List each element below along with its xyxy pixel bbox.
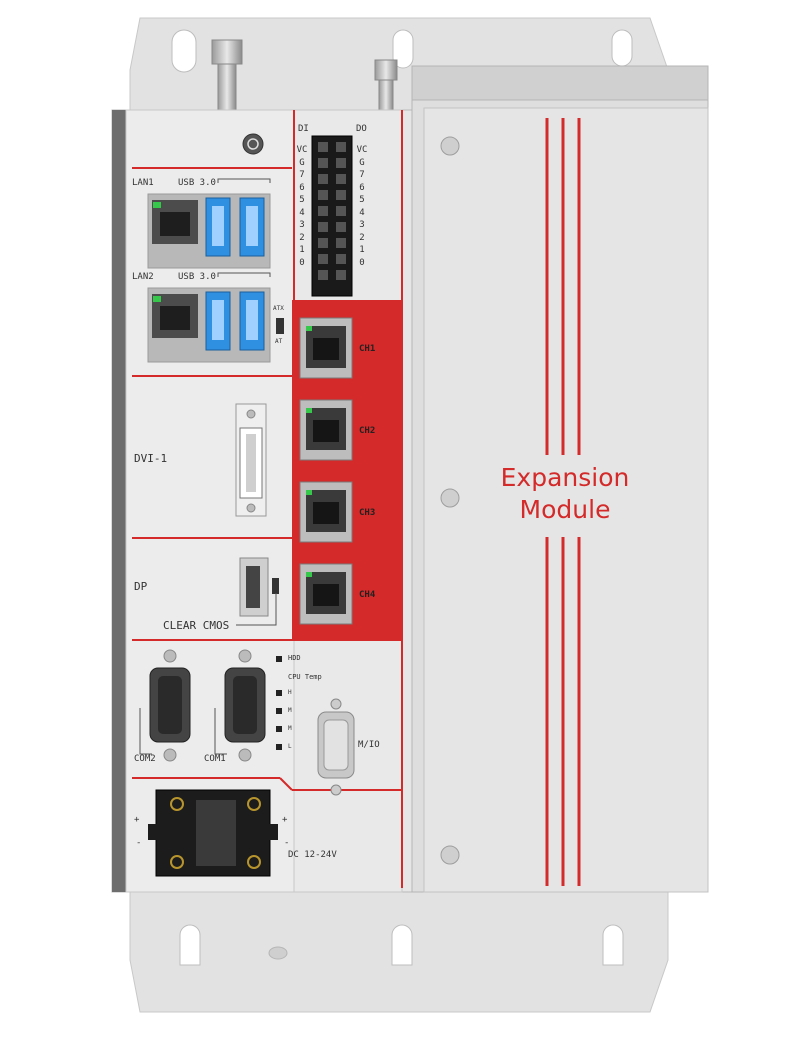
com1-label: COM1 <box>204 754 226 764</box>
ch4-label: CH4 <box>359 590 376 600</box>
temp-level-label: M <box>288 707 292 714</box>
mio-connector <box>317 698 355 796</box>
do-label: DO <box>356 124 367 134</box>
usb1-label: USB 3.0 <box>178 178 216 188</box>
com1-port <box>224 649 266 762</box>
antenna-connector-left <box>211 39 243 113</box>
dvi-connector <box>235 403 267 517</box>
dc-power-terminal <box>148 789 278 877</box>
dio-terminal-block <box>311 135 353 297</box>
at-label: AT <box>275 338 283 345</box>
mounting-bracket-bottom <box>129 887 669 1013</box>
com2-label: COM2 <box>134 754 156 764</box>
antenna-connector-right <box>374 59 398 113</box>
dc-minus-left: - <box>136 838 142 848</box>
di-label: DI <box>298 124 309 134</box>
clear-cmos-switch[interactable] <box>272 578 279 594</box>
at-atx-switch[interactable] <box>276 318 284 334</box>
usb2-label: USB 3.0 <box>178 272 216 282</box>
lan-port-ch4 <box>299 563 353 625</box>
displayport-connector <box>239 557 269 617</box>
dc-minus-right: - <box>284 838 290 848</box>
temp-level-label: L <box>288 743 292 750</box>
dc-plus-right: + <box>282 815 288 825</box>
lan1-usb-group <box>147 193 271 269</box>
lan2-usb-group <box>147 287 271 363</box>
com2-port <box>149 649 191 762</box>
dvi-label: DVI-1 <box>134 452 168 465</box>
chassis-side-edge <box>112 110 126 892</box>
temp-level-label: M <box>288 725 292 732</box>
status-leds <box>276 656 282 750</box>
clear-cmos-label: CLEAR CMOS <box>163 619 230 632</box>
lan-port-ch3 <box>299 481 353 543</box>
ch2-label: CH2 <box>359 426 376 436</box>
dc-plus-left: + <box>134 815 140 825</box>
dc-label: DC 12-24V <box>288 850 337 860</box>
expansion-module <box>411 65 709 893</box>
hdd-label: HDD <box>288 654 301 662</box>
ch1-label: CH1 <box>359 344 376 354</box>
dp-label: DP <box>134 580 148 593</box>
temp-level-label: H <box>288 689 292 696</box>
power-button[interactable] <box>242 133 264 155</box>
lan1-label: LAN1 <box>132 178 154 188</box>
expansion-module-label: Expansion Module <box>500 463 630 524</box>
lan2-label: LAN2 <box>132 272 154 282</box>
lan-port-ch2 <box>299 399 353 461</box>
mio-label: M/IO <box>358 740 380 750</box>
ch3-label: CH3 <box>359 508 376 518</box>
cpu-temp-label: CPU Temp <box>288 673 322 681</box>
lan-port-ch1 <box>299 317 353 379</box>
atx-label: ATX <box>273 305 284 312</box>
